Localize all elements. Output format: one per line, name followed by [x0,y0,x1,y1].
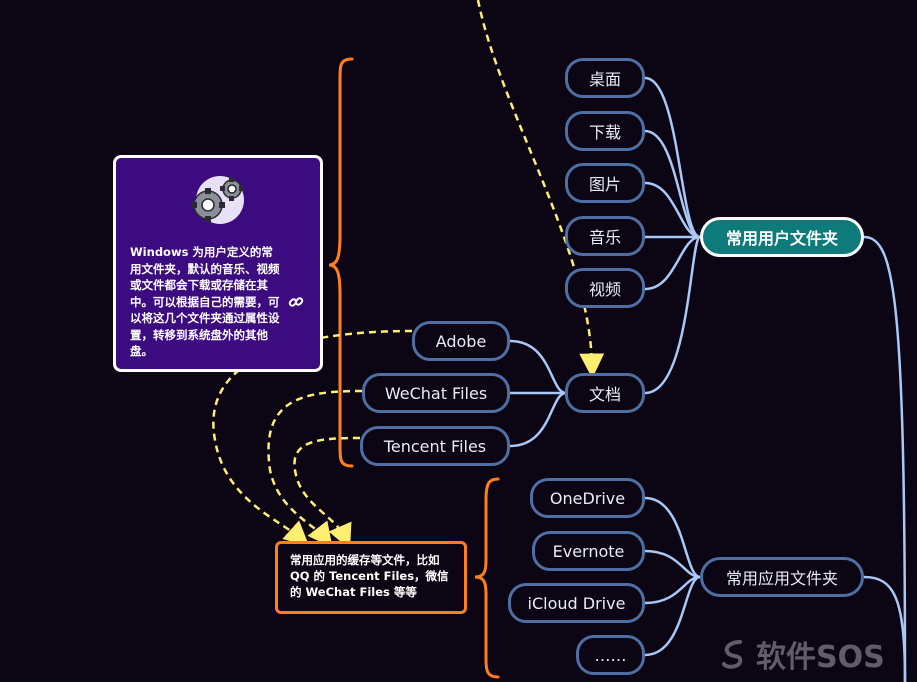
node-tencent-files-label: Tencent Files [383,436,487,456]
node-pictures[interactable]: 图片 [565,163,645,203]
node-adobe-label: Adobe [435,331,487,351]
link-icon[interactable] [288,294,304,310]
watermark-logo-icon [722,640,743,669]
node-onedrive-label: OneDrive [549,488,626,508]
node-tencent-files[interactable]: Tencent Files [360,426,510,466]
watermark-text: 软件SOS [756,640,885,675]
hub-common-app-folders[interactable]: 常用应用文件夹 [700,557,864,597]
node-downloads[interactable]: 下载 [565,111,645,151]
node-wechat-files-label: WeChat Files [384,383,488,403]
app-folder-branches [644,496,701,657]
user-folder-branches [644,76,702,395]
node-wechat-files[interactable]: WeChat Files [362,373,510,413]
orange-brace-app [474,477,500,679]
node-documents-label: 文档 [588,385,621,404]
node-icloud-drive-label: iCloud Drive [527,593,626,613]
gears-icon [186,172,250,226]
watermark: 软件SOS [718,632,885,676]
trunk-lines [863,235,907,682]
node-desktop-label: 桌面 [588,70,621,89]
hub-common-user-folders-label: 常用用户文件夹 [725,229,838,248]
node-desktop[interactable]: 桌面 [565,58,645,98]
node-icloud-drive[interactable]: iCloud Drive [508,583,645,623]
node-videos[interactable]: 视频 [565,268,645,308]
note-card[interactable]: Windows 为用户定义的常用文件夹，默认的音乐、视频或文件都会下载或存储在其… [113,155,323,372]
node-music[interactable]: 音乐 [565,216,645,256]
document-branches [509,339,567,448]
node-onedrive[interactable]: OneDrive [530,478,645,518]
node-adobe[interactable]: Adobe [412,321,510,361]
callout-text: 常用应用的缓存等文件，比如 QQ 的 Tencent Files，微信的 WeC… [290,553,449,599]
hub-common-app-folders-label: 常用应用文件夹 [725,569,838,588]
node-music-label: 音乐 [588,228,621,247]
node-more-label: …… [594,645,627,665]
node-evernote[interactable]: Evernote [532,531,645,571]
callout-app-cache[interactable]: 常用应用的缓存等文件，比如 QQ 的 Tencent Files，微信的 WeC… [275,541,467,614]
node-videos-label: 视频 [588,280,621,299]
node-pictures-label: 图片 [588,175,621,194]
node-downloads-label: 下载 [588,123,621,142]
node-evernote-label: Evernote [552,541,625,561]
note-text: Windows 为用户定义的常用文件夹，默认的音乐、视频或文件都会下载或存储在其… [130,245,280,358]
orange-brace-left [328,57,354,468]
node-more[interactable]: …… [576,635,645,675]
node-documents[interactable]: 文档 [565,373,645,413]
hub-common-user-folders[interactable]: 常用用户文件夹 [700,217,864,257]
